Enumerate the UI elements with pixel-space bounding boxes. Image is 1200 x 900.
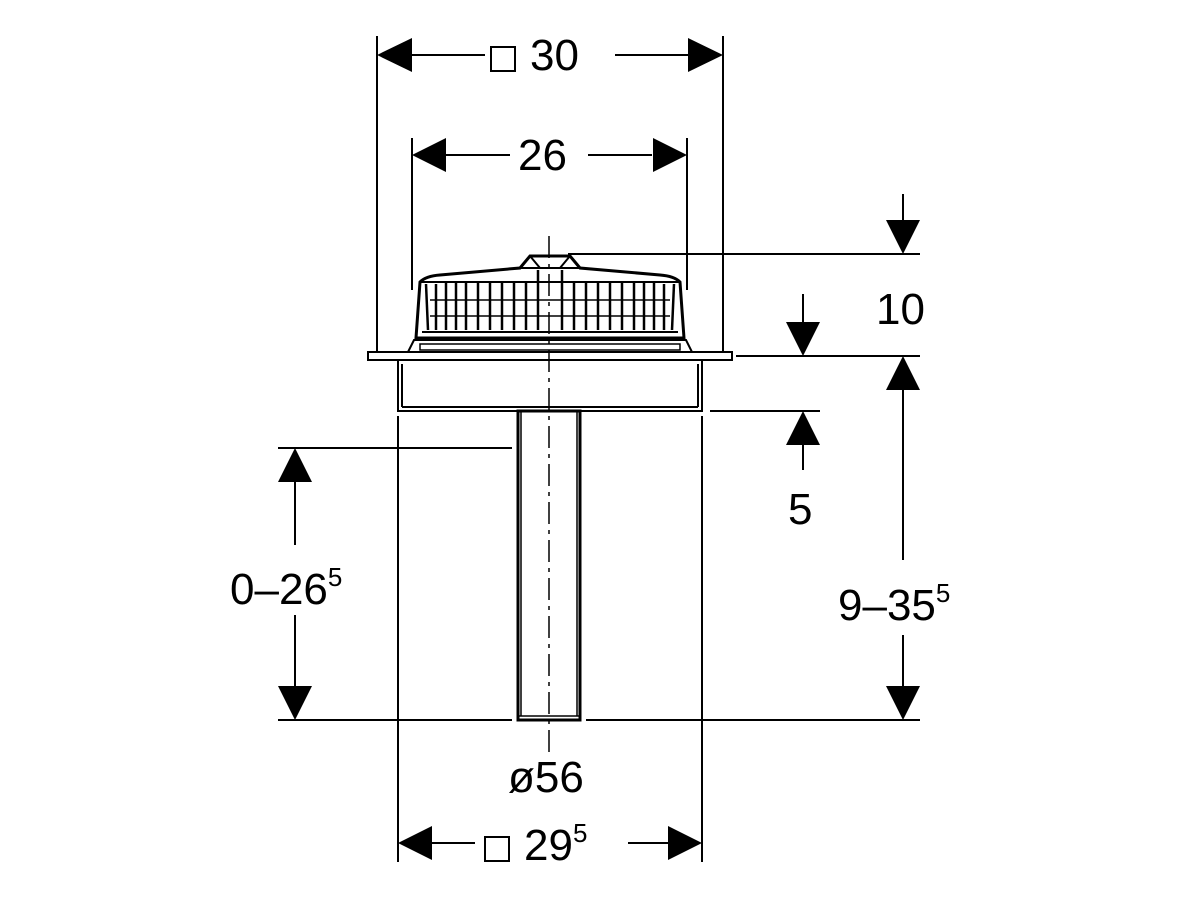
dim-bottom-width: 295 bbox=[484, 820, 587, 868]
dim-left-range: 0–265 bbox=[230, 562, 343, 614]
dim-inner-width: 26 bbox=[518, 131, 567, 180]
dim-top-width: 30 bbox=[490, 34, 579, 78]
square-symbol-icon bbox=[490, 46, 516, 72]
arrow-up bbox=[786, 411, 820, 445]
arrow-left bbox=[377, 38, 412, 72]
arrow-up bbox=[886, 356, 920, 390]
dim-top-height: 10 bbox=[876, 285, 925, 334]
arrowheads bbox=[278, 38, 920, 860]
flange bbox=[367, 351, 733, 361]
dim-right-range: 9–355 bbox=[838, 578, 951, 630]
dim-flange-gap: 5 bbox=[788, 485, 813, 534]
arrow-down bbox=[278, 686, 312, 720]
extension-lines bbox=[278, 36, 920, 862]
arrow-left bbox=[398, 826, 432, 860]
arrow-right bbox=[688, 38, 723, 72]
arrow-left bbox=[412, 138, 446, 172]
roof-drain bbox=[367, 254, 733, 722]
drain-body bbox=[397, 359, 703, 412]
square-symbol-icon bbox=[484, 836, 510, 862]
dim-pipe-diameter: ø56 bbox=[508, 753, 584, 802]
arrow-down bbox=[886, 686, 920, 720]
arrow-down bbox=[786, 322, 820, 356]
dimension-lines bbox=[294, 54, 904, 844]
arrow-right bbox=[653, 138, 687, 172]
arrow-up bbox=[278, 448, 312, 482]
leaf-guard bbox=[414, 254, 686, 340]
arrow-down bbox=[886, 220, 920, 254]
arrow-right bbox=[668, 826, 702, 860]
